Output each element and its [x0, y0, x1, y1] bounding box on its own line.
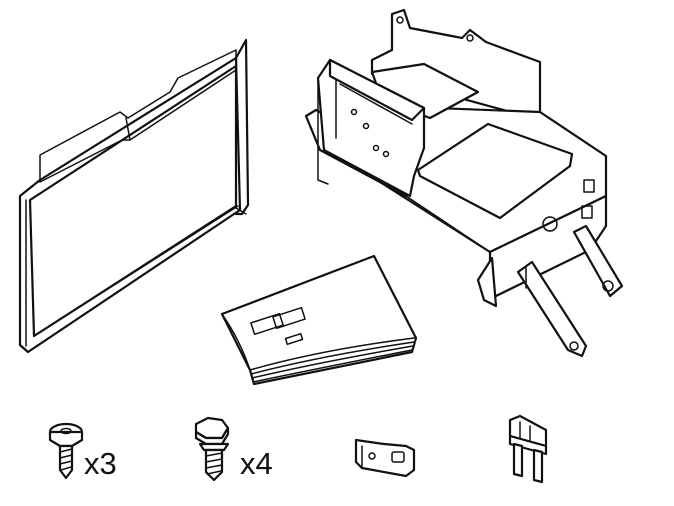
screw-quantity-label: x3: [84, 446, 117, 481]
instruction-booklet-icon: [220, 254, 418, 386]
tray-cover-panel-icon: [18, 38, 250, 354]
hex-flange-bolt-icon: [194, 416, 230, 482]
mounting-frame-icon: [304, 8, 624, 358]
pan-head-screw-icon: [48, 422, 84, 480]
bolt-quantity-label: x4: [240, 446, 273, 481]
booklet-logo-icon: [250, 306, 306, 346]
blade-fuse-icon: [508, 414, 548, 484]
mounting-bracket-clip-icon: [354, 438, 416, 478]
